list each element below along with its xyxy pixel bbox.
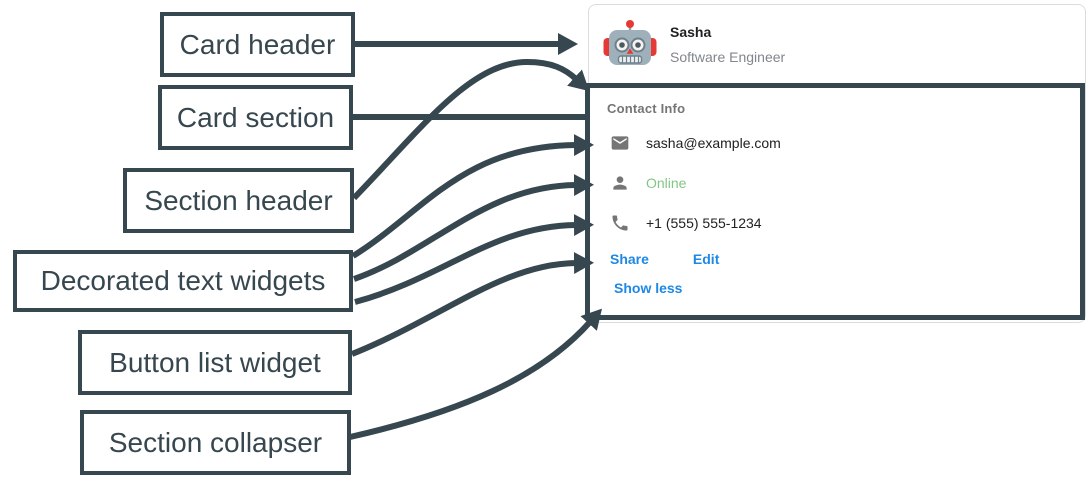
- label-button-list-widget: Button list widget: [78, 330, 352, 395]
- label-text: Decorated text widgets: [40, 265, 326, 296]
- arrow-decorated-online: [353, 174, 594, 282]
- decorated-text-phone: +1 (555) 555-1234: [610, 213, 762, 233]
- label-card-header: Card header: [160, 12, 355, 77]
- label-section-header: Section header: [123, 168, 354, 233]
- identity-block: Sasha Software Engineer: [670, 24, 785, 65]
- share-button[interactable]: Share: [610, 251, 649, 267]
- label-section-collapser: Section collapser: [80, 410, 351, 475]
- section-header-text: Contact Info: [607, 101, 686, 116]
- label-text: Card section: [176, 101, 335, 133]
- phone-text: +1 (555) 555-1234: [646, 215, 762, 231]
- arrow-button-list: [350, 252, 594, 357]
- label-text: Card header: [179, 28, 336, 60]
- label-text: Button list widget: [109, 346, 321, 378]
- email-icon: [611, 136, 629, 150]
- label-text: Section collapser: [108, 426, 323, 458]
- arrow-section-header: [351, 58, 590, 201]
- person-name: Sasha: [670, 24, 712, 40]
- person-title: Software Engineer: [670, 49, 786, 65]
- card-header: Sasha Software Engineer: [589, 5, 1085, 84]
- arrow-decorated-phone: [354, 214, 594, 305]
- label-decorated-text-widgets: Decorated text widgets: [13, 250, 353, 312]
- email-text: sasha@example.com: [646, 135, 781, 151]
- arrow-decorated-email: [351, 134, 594, 259]
- robot-avatar-icon: [603, 19, 657, 65]
- edit-button[interactable]: Edit: [692, 251, 720, 267]
- phone-icon: [612, 215, 628, 231]
- button-list: Share Edit: [610, 251, 719, 267]
- person-icon: [613, 176, 627, 190]
- decorated-text-status: Online: [610, 173, 686, 193]
- status-text: Online: [646, 175, 687, 191]
- decorated-text-email: sasha@example.com: [610, 133, 781, 153]
- label-card-section: Card section: [158, 85, 353, 150]
- contact-card: Sasha Software Engineer: [588, 4, 1086, 323]
- card-section: Contact Info sasha@example.com Online +1…: [590, 88, 1080, 315]
- arrow-section-collapser: [349, 308, 602, 440]
- label-text: Section header: [144, 184, 333, 216]
- card-section-highlight: Contact Info sasha@example.com Online +1…: [585, 83, 1085, 320]
- show-less-link[interactable]: Show less: [614, 280, 683, 296]
